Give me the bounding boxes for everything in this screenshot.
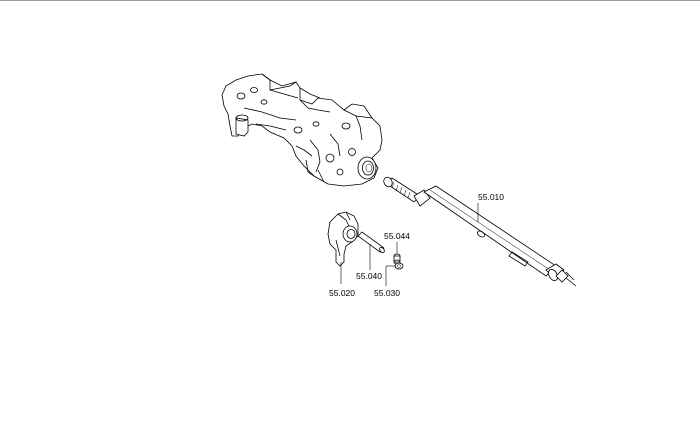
pin-part (357, 231, 385, 254)
label-pin: 55.040 (356, 271, 382, 281)
bolt-part (393, 253, 401, 265)
housing-body (221, 73, 383, 187)
label-bolt: 55.044 (384, 231, 410, 241)
label-washer: 55.030 (374, 288, 400, 298)
washer-part (394, 262, 404, 270)
fork-part (327, 211, 359, 267)
shaft-part (383, 176, 577, 287)
label-fork: 55.020 (329, 288, 355, 298)
label-shaft: 55.010 (478, 192, 504, 202)
top-border-line (0, 0, 700, 1)
